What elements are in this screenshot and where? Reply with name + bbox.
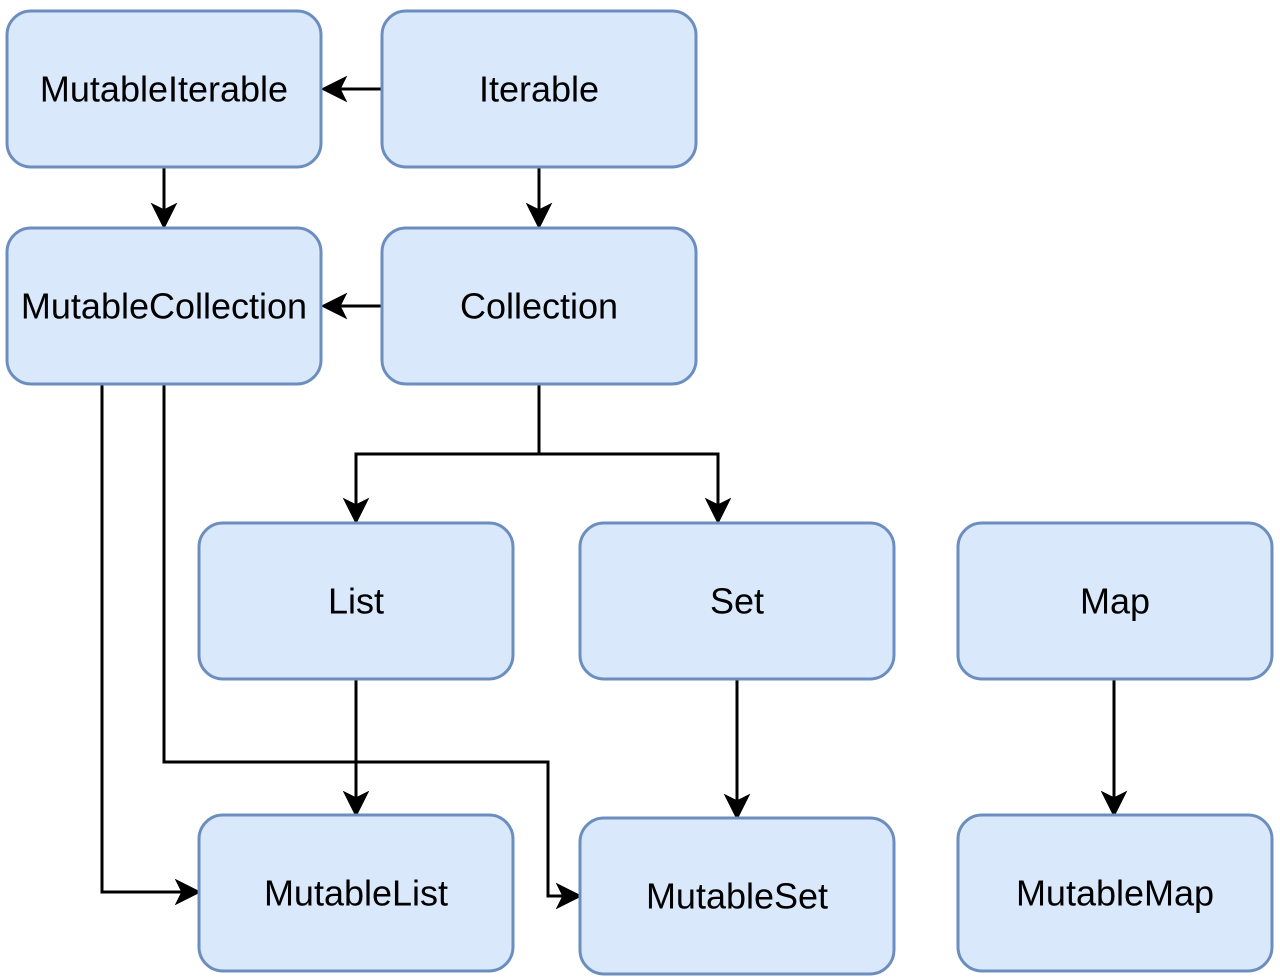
edge-mutable-collection-to-mutable-set [162, 385, 583, 910]
node-list: List [197, 521, 515, 681]
node-mutable-collection-label: MutableCollection [21, 286, 307, 327]
edge-mutable-collection-to-mutable-list [100, 385, 202, 906]
edge-map-to-mutable-map [1100, 680, 1128, 818]
node-mutable-list: MutableList [197, 813, 515, 973]
node-iterable-label: Iterable [479, 69, 599, 110]
node-list-label: List [328, 581, 384, 622]
node-mutable-map: MutableMap [956, 813, 1274, 973]
node-mutable-map-label: MutableMap [1016, 873, 1214, 914]
node-set-label: Set [710, 581, 764, 622]
node-mutable-iterable: MutableIterable [5, 9, 323, 169]
edge-set-to-mutable-set [723, 680, 751, 821]
edge-collection-to-mutable-collection [320, 292, 381, 320]
node-mutable-set: MutableSet [578, 816, 896, 976]
edge-iterable-to-collection [525, 168, 553, 230]
node-mutable-iterable-label: MutableIterable [40, 69, 288, 110]
edge-collection-to-set [539, 452, 732, 525]
node-map-label: Map [1080, 581, 1150, 622]
node-collection-label: Collection [460, 286, 618, 327]
node-map: Map [956, 521, 1274, 681]
edge-mutable-iterable-to-mutable-collection [150, 168, 178, 230]
node-mutable-list-label: MutableList [264, 873, 448, 914]
edge-iterable-to-mutable-iterable [320, 75, 381, 103]
node-mutable-collection: MutableCollection [5, 226, 323, 386]
node-iterable: Iterable [380, 9, 698, 169]
edge-collection-to-list [342, 385, 541, 525]
node-mutable-set-label: MutableSet [646, 876, 828, 917]
node-set: Set [578, 521, 896, 681]
edge-list-to-mutable-list [342, 680, 370, 818]
node-collection: Collection [380, 226, 698, 386]
